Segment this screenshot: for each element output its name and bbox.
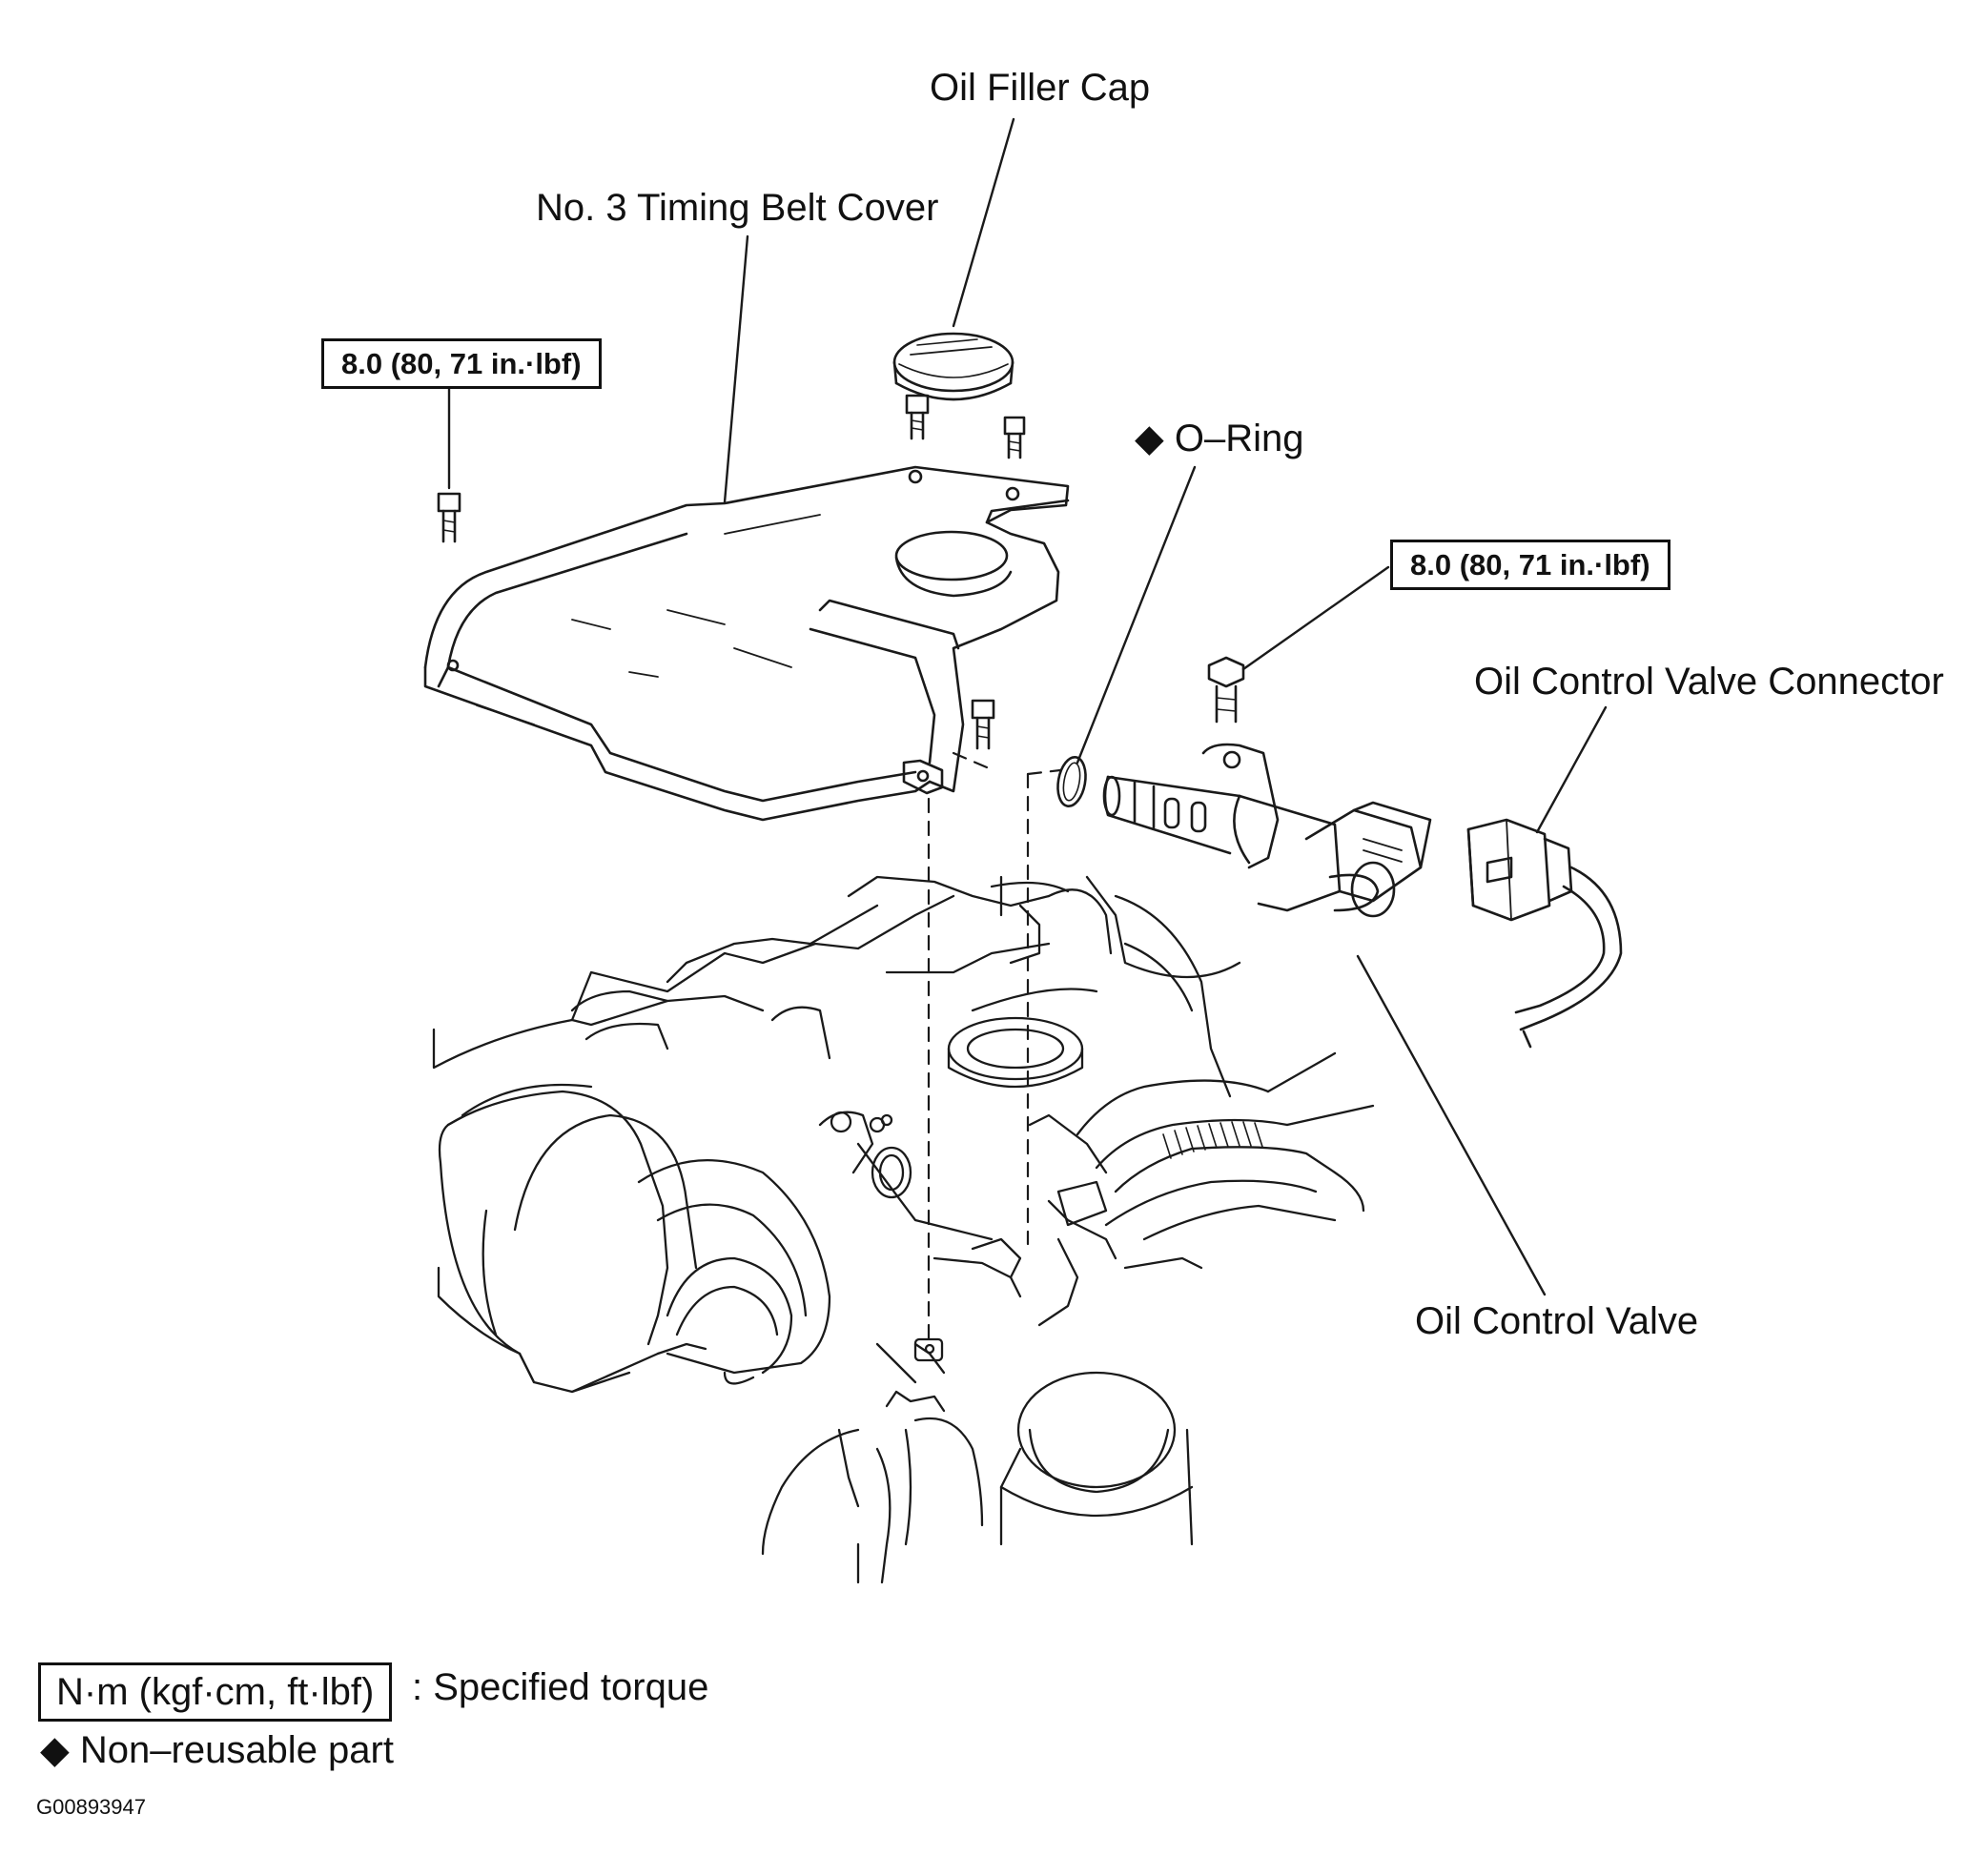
timing-belt-cover-label: No. 3 Timing Belt Cover bbox=[536, 187, 939, 229]
bolt-4 bbox=[971, 699, 995, 750]
oil-control-valve-connector-label: Oil Control Valve Connector bbox=[1474, 661, 1944, 703]
torque-spec-cover-bolts: 8.0 (80, 71 in.·lbf) bbox=[321, 338, 602, 389]
legend-non-reusable-part: ◆ Non–reusable part bbox=[40, 1729, 394, 1771]
bolt-3 bbox=[437, 492, 461, 543]
timing-belt-cover-drawing bbox=[423, 465, 1070, 822]
oil-control-valve-drawing bbox=[1102, 743, 1432, 918]
bolt-1 bbox=[905, 394, 930, 440]
engine-assembly-drawing bbox=[432, 875, 1375, 1584]
oil-filler-cap-label: Oil Filler Cap bbox=[930, 67, 1151, 109]
bolt-2 bbox=[1003, 416, 1026, 459]
oil-filler-cap-drawing bbox=[892, 332, 1014, 401]
bolt-5 bbox=[1207, 656, 1245, 724]
figure-code: G00893947 bbox=[36, 1795, 146, 1819]
oil-control-valve-label: Oil Control Valve bbox=[1415, 1300, 1699, 1342]
torque-spec-valve-bolt: 8.0 (80, 71 in.·lbf) bbox=[1390, 540, 1670, 590]
connector-drawing bbox=[1466, 818, 1623, 1049]
assembly-guide-lines bbox=[927, 751, 1062, 1341]
legend-torque-unit-box: N·m (kgf·cm, ft·lbf) bbox=[38, 1662, 393, 1722]
o-ring-drawing bbox=[1056, 755, 1087, 808]
o-ring-label: ◆ O–Ring bbox=[1135, 418, 1304, 459]
legend-torque-description: : Specified torque bbox=[412, 1666, 709, 1708]
leader-lines bbox=[447, 117, 1608, 1296]
